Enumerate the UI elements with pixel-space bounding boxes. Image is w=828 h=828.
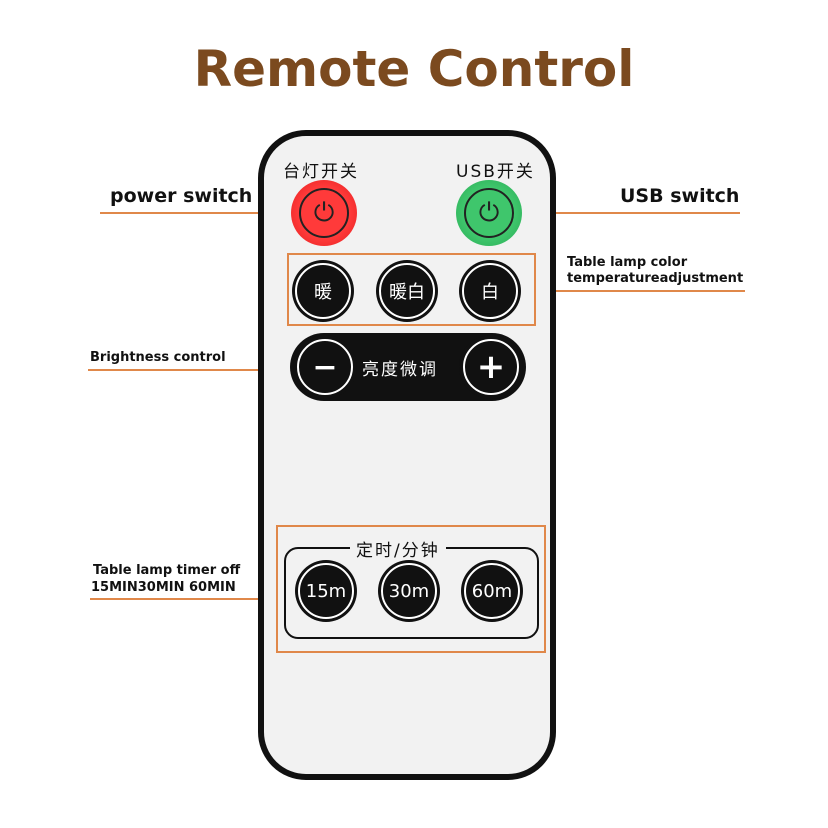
timer-60-button[interactable]: 60m: [461, 560, 523, 622]
warm-white-button[interactable]: 暖白: [376, 260, 438, 322]
brightness-plus-button[interactable]: +: [459, 335, 523, 399]
usb-callout: USB switch: [620, 185, 740, 207]
timer-15-button[interactable]: 15m: [295, 560, 357, 622]
power-callout: power switch: [110, 185, 253, 207]
power-icon: ⏻: [313, 197, 335, 228]
usb-switch-label: USB开关: [456, 162, 535, 182]
color-callout-line: [535, 290, 745, 292]
brightness-label: 亮度微调: [362, 360, 438, 380]
brightness-minus-button[interactable]: −: [293, 335, 357, 399]
color-callout-line1: Table lamp color: [567, 255, 688, 270]
page-title: Remote Control: [193, 40, 635, 98]
power-icon: ⏻: [478, 197, 500, 228]
white-button-label: 白: [462, 263, 518, 319]
color-callout-line2: temperatureadjustment: [567, 271, 744, 286]
minus-icon: −: [297, 339, 353, 395]
warm-button[interactable]: 暖: [292, 260, 354, 322]
white-button[interactable]: 白: [459, 260, 521, 322]
timer-60-label: 60m: [464, 563, 520, 619]
power-callout-line: [100, 212, 290, 214]
lamp-switch-label: 台灯开关: [283, 162, 359, 182]
power-button[interactable]: ⏻: [291, 180, 357, 246]
plus-icon: +: [463, 339, 519, 395]
timer-group-highlight: [276, 525, 546, 653]
brightness-callout-line: [88, 369, 292, 371]
warm-white-button-label: 暖白: [379, 263, 435, 319]
timer-callout-line: [90, 598, 276, 600]
usb-callout-line: [520, 212, 740, 214]
brightness-callout: Brightness control: [90, 350, 226, 365]
timer-30-label: 30m: [381, 563, 437, 619]
timer-callout-line1: Table lamp timer off: [93, 563, 241, 578]
timer-15-label: 15m: [298, 563, 354, 619]
timer-label: 定时/分钟: [350, 536, 446, 561]
warm-button-label: 暖: [295, 263, 351, 319]
timer-30-button[interactable]: 30m: [378, 560, 440, 622]
timer-callout-line2: 15MIN30MIN 60MIN: [91, 580, 236, 595]
usb-power-button[interactable]: ⏻: [456, 180, 522, 246]
color-group-highlight: [287, 253, 536, 326]
